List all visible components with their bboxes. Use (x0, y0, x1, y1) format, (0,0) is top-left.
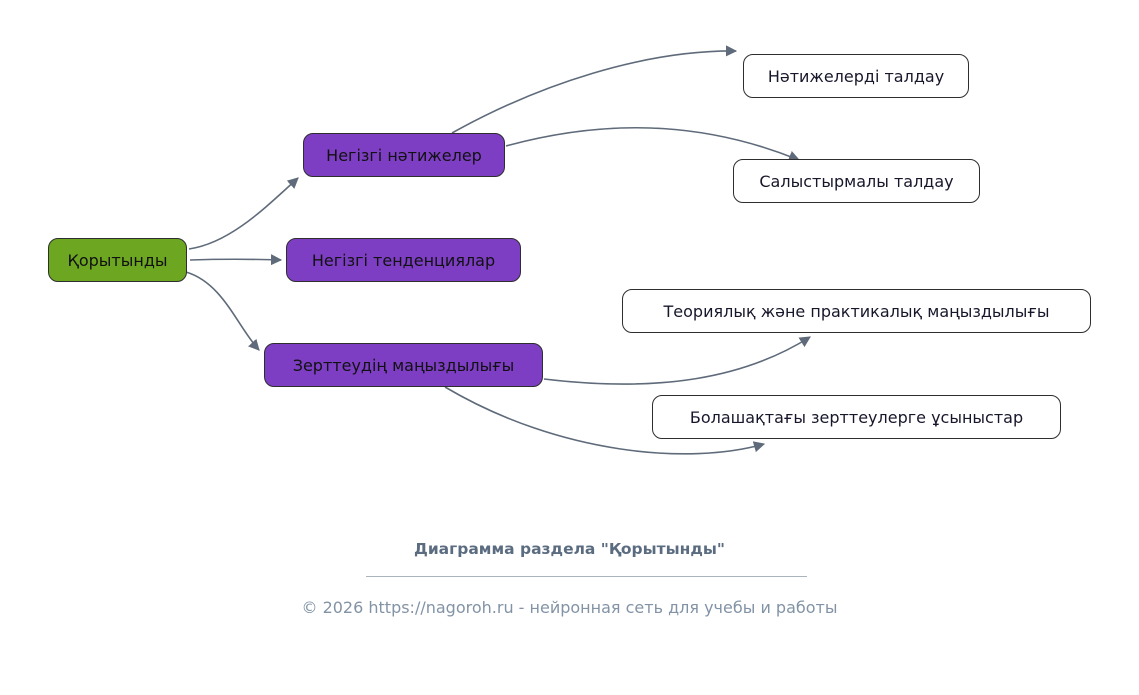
edge-root-to-main-results (188, 177, 299, 250)
node-main-results: Негізгі нәтижелер (303, 133, 505, 177)
copyright-text: © 2026 https://nagoroh.ru - нейронная се… (301, 598, 838, 617)
footer-divider (366, 576, 807, 577)
edge-research-significance-to-theoretical-practical (543, 336, 811, 385)
node-main-trends: Негізгі тенденциялар (286, 238, 521, 282)
node-root: Қорытынды (48, 238, 187, 282)
node-research-significance: Зерттеудің маңыздылығы (264, 343, 543, 387)
node-results-analysis: Нәтижелерді талдау (743, 54, 969, 98)
edge-main-results-to-comparative-analysis (505, 126, 801, 162)
edge-root-to-research-significance (185, 271, 260, 351)
diagram-caption: Диаграмма раздела "Қорытынды" (414, 540, 725, 558)
edge-root-to-main-trends (189, 254, 283, 266)
node-future-research: Болашақтағы зерттеулерге ұсыныстар (652, 395, 1061, 439)
edge-main-results-to-results-analysis (451, 45, 738, 134)
node-theoretical-practical: Теориялық және практикалық маңыздылығы (622, 289, 1091, 333)
node-comparative-analysis: Салыстырмалы талдау (733, 159, 980, 203)
